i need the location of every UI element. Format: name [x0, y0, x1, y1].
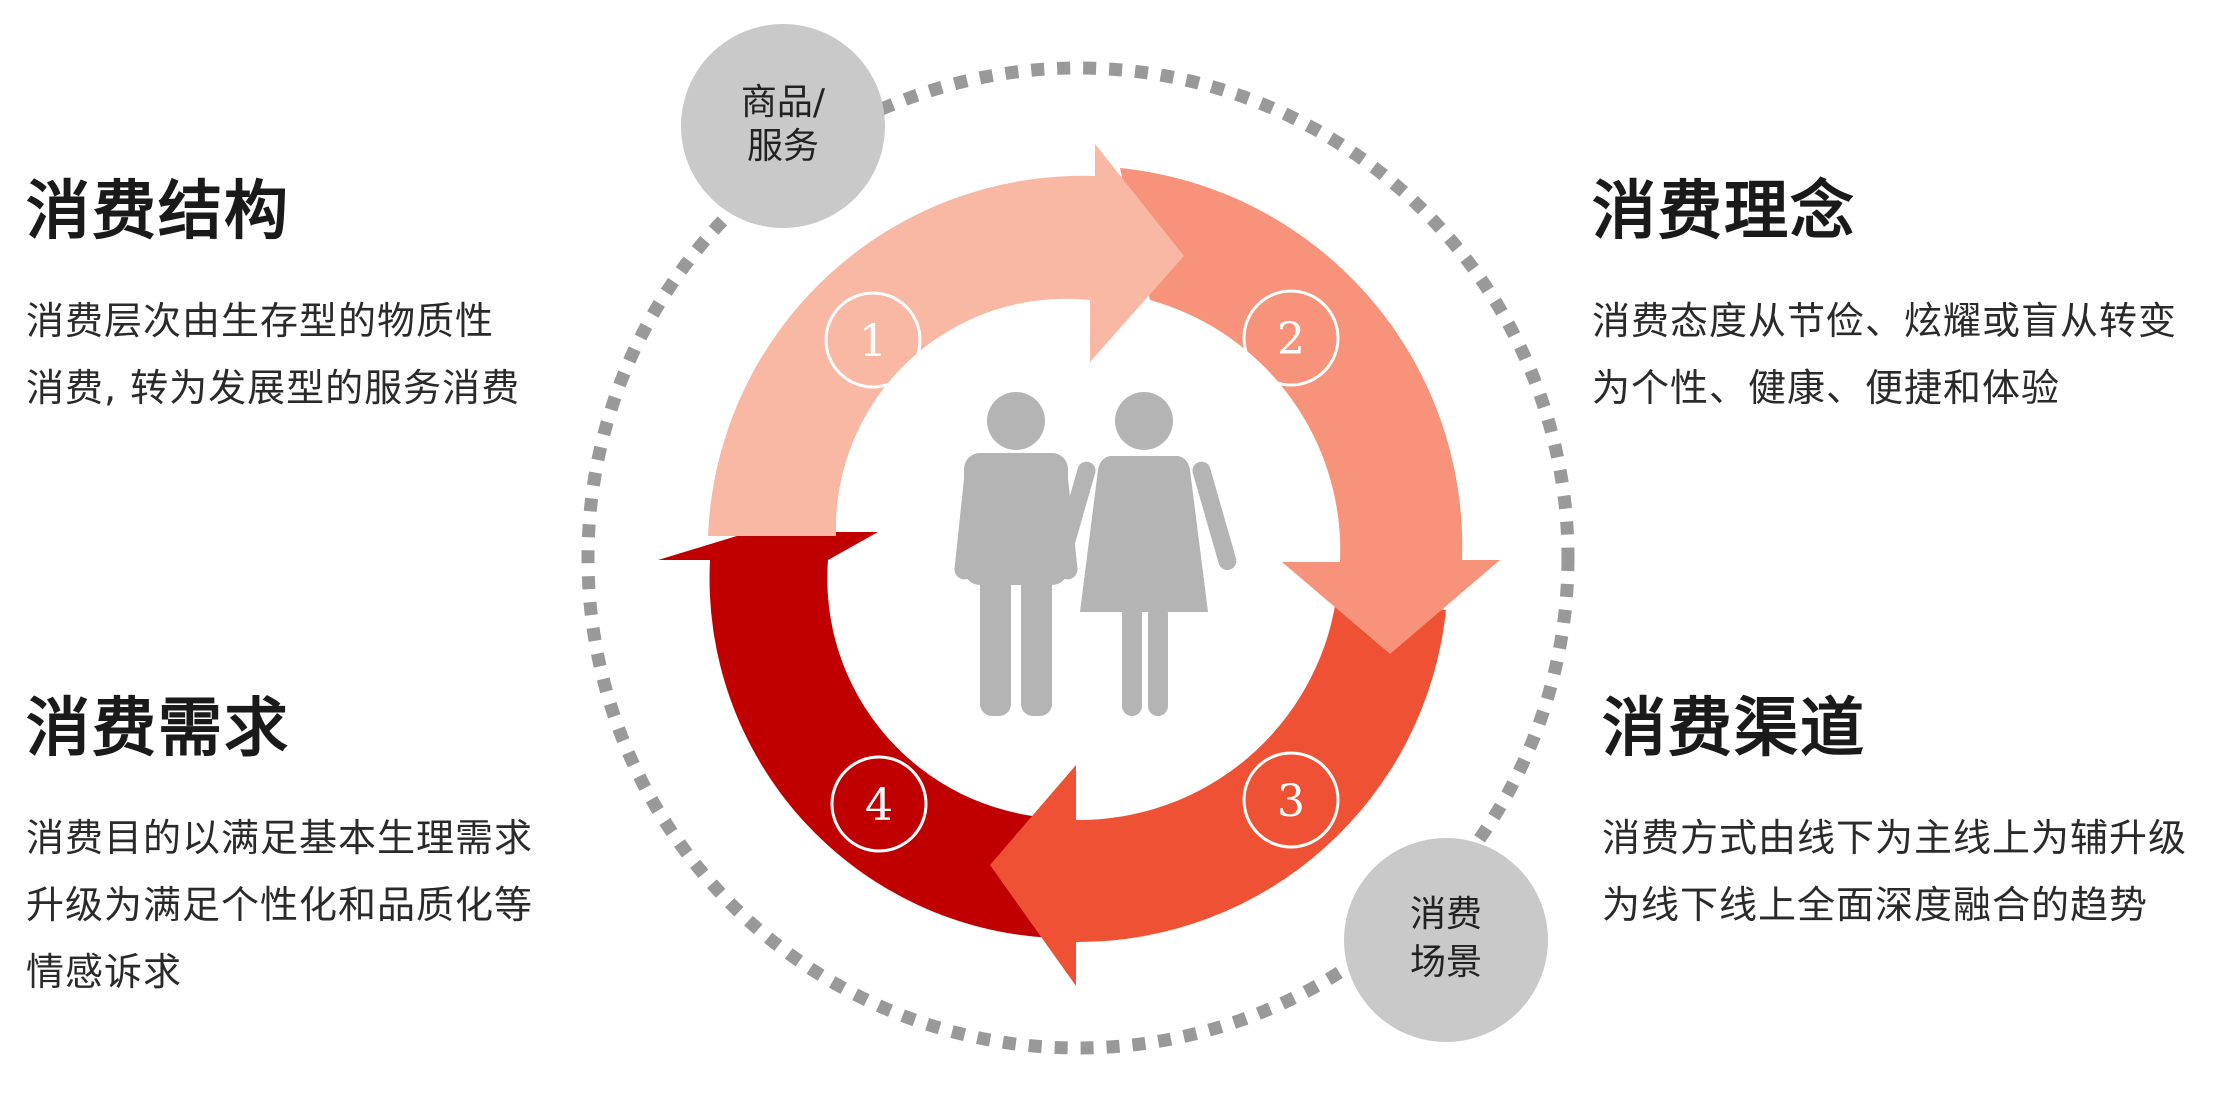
svg-text:2: 2 — [1277, 314, 1305, 365]
block-consumption-channel: 消费渠道 消费方式由线下为主线上为辅升级 为线下线上全面深度融合的趋势 — [1602, 697, 2187, 939]
dotted-ring — [581, 61, 1575, 1055]
block-title: 消费需求 — [26, 692, 290, 766]
cycle-segment-1 — [708, 144, 1184, 536]
badge-consumption-scene: 消费 场景 — [1344, 838, 1548, 1042]
block-description: 消费目的以满足基本生理需求 升级为满足个性化和品质化等 情感诉求 — [26, 816, 534, 994]
cycle-segment-2 — [1120, 168, 1500, 654]
block-description: 消费方式由线下为主线上为辅升级 为线下线上全面深度融合的趋势 — [1602, 816, 2188, 927]
step-marker-4: 4 — [830, 755, 928, 853]
block-title: 消费结构 — [26, 175, 290, 249]
svg-text:3: 3 — [1277, 776, 1305, 827]
svg-text:场景: 场景 — [1410, 942, 1482, 983]
svg-text:服务: 服务 — [747, 126, 819, 167]
svg-text:1: 1 — [859, 316, 887, 367]
svg-text:商品/: 商品/ — [741, 82, 826, 123]
block-consumption-structure: 消费结构 消费层次由生存型的物质性 消费, 转为发展型的服务消费 — [26, 180, 520, 422]
step-marker-3: 3 — [1242, 751, 1340, 849]
block-description: 消费态度从节俭、炫耀或盲从转变 为个性、健康、便捷和体验 — [1592, 299, 2178, 410]
block-consumption-demand: 消费需求 消费目的以满足基本生理需求 升级为满足个性化和品质化等 情感诉求 — [26, 697, 533, 1006]
cycle-segment-4 — [658, 532, 1052, 938]
block-title: 消费渠道 — [1602, 692, 1866, 766]
badge-goods-services: 商品/ 服务 — [681, 24, 885, 228]
svg-text:4: 4 — [865, 780, 893, 831]
step-marker-1: 1 — [824, 291, 922, 389]
cycle-segment-3 — [990, 600, 1446, 986]
block-description: 消费层次由生存型的物质性 消费, 转为发展型的服务消费 — [26, 299, 521, 410]
svg-text:消费: 消费 — [1410, 894, 1482, 935]
block-title: 消费理念 — [1592, 175, 1856, 249]
woman-icon — [1051, 392, 1237, 716]
block-consumption-concept: 消费理念 消费态度从节俭、炫耀或盲从转变 为个性、健康、便捷和体验 — [1592, 180, 2177, 422]
step-marker-2: 2 — [1242, 289, 1340, 387]
